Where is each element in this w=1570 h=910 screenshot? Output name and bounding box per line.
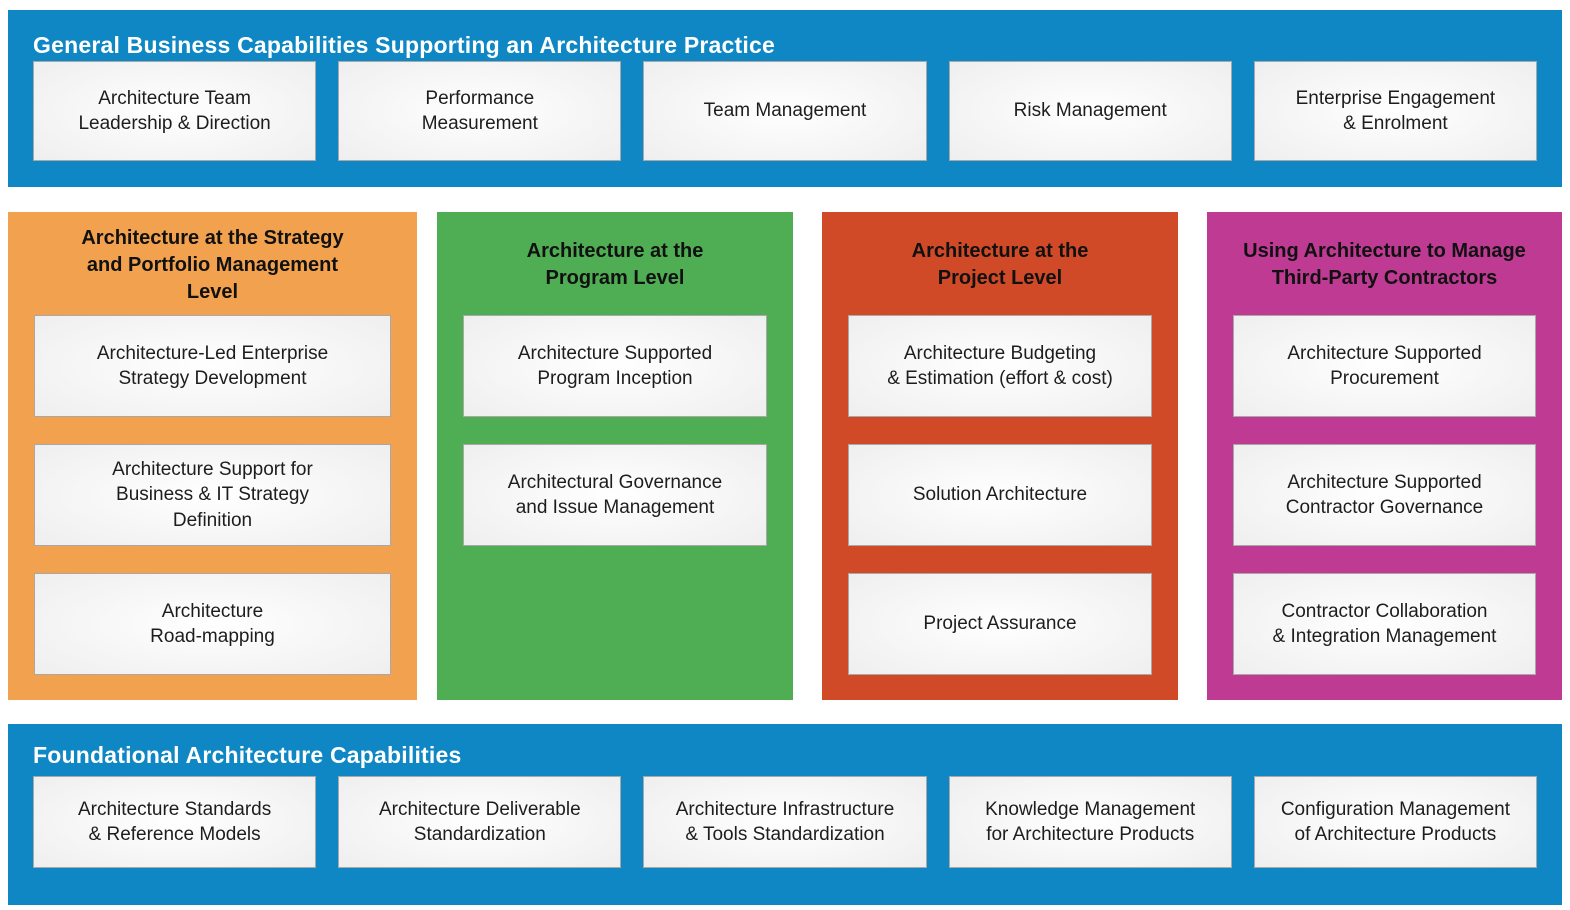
project-level-column-title: Architecture at the Project Level bbox=[911, 240, 1089, 289]
capability-box-knowledge-management: Knowledge Management for Architecture Pr… bbox=[948, 776, 1232, 868]
capability-box-architecture-team-leadership: Architecture Team Leadership & Direction bbox=[33, 61, 317, 161]
capability-box-architecture-standards: Architecture Standards & Reference Model… bbox=[33, 776, 317, 868]
capability-box-architecture-budgeting: Architecture Budgeting & Estimation (eff… bbox=[848, 315, 1152, 417]
capability-box-supported-procurement: Architecture Supported Procurement bbox=[1233, 315, 1536, 417]
third-party-contractors-column-title: Using Architecture to Manage Third-Party… bbox=[1243, 240, 1526, 289]
capability-box-enterprise-engagement: Enterprise Engagement & Enrolment bbox=[1253, 61, 1538, 161]
capability-box-architectural-governance: Architectural Governance and Issue Manag… bbox=[463, 444, 767, 546]
capability-box-program-inception: Architecture Supported Program Inception bbox=[463, 315, 767, 417]
general-business-capabilities-title: General Business Capabilities Supporting… bbox=[33, 32, 775, 58]
foundational-capabilities-boxes: Architecture Standards & Reference Model… bbox=[33, 776, 1538, 868]
foundational-capabilities-title: Foundational Architecture Capabilities bbox=[33, 742, 462, 768]
capability-box-architecture-roadmapping: Architecture Road-mapping bbox=[34, 573, 391, 675]
capability-box-contractor-collaboration: Contractor Collaboration & Integration M… bbox=[1233, 573, 1536, 675]
capability-box-performance-measurement: Performance Measurement bbox=[338, 61, 622, 161]
program-level-column: Architecture at the Program Level Archit… bbox=[437, 212, 793, 700]
capability-box-team-management: Team Management bbox=[643, 61, 927, 161]
third-party-contractors-column: Using Architecture to Manage Third-Party… bbox=[1207, 212, 1562, 700]
strategy-portfolio-column-title: Architecture at the Strategy and Portfol… bbox=[81, 226, 344, 303]
capability-box-architecture-support-strategy-definition: Architecture Support for Business & IT S… bbox=[34, 444, 391, 546]
project-level-column: Architecture at the Project Level Archit… bbox=[822, 212, 1178, 700]
capability-box-architecture-led-strategy: Architecture-Led Enterprise Strategy Dev… bbox=[34, 315, 391, 417]
capability-box-configuration-management: Configuration Management of Architecture… bbox=[1253, 776, 1538, 868]
capability-box-contractor-governance: Architecture Supported Contractor Govern… bbox=[1233, 444, 1536, 546]
general-business-capabilities-boxes: Architecture Team Leadership & Direction… bbox=[33, 61, 1538, 161]
capability-box-solution-architecture: Solution Architecture bbox=[848, 444, 1152, 546]
program-level-column-boxes: Architecture Supported Program Inception… bbox=[437, 312, 793, 546]
third-party-contractors-column-boxes: Architecture Supported Procurement Archi… bbox=[1207, 312, 1562, 675]
capability-box-project-assurance: Project Assurance bbox=[848, 573, 1152, 675]
general-business-capabilities-band: General Business Capabilities Supporting… bbox=[8, 10, 1562, 187]
strategy-portfolio-column: Architecture at the Strategy and Portfol… bbox=[8, 212, 417, 700]
program-level-column-title: Architecture at the Program Level bbox=[526, 240, 704, 289]
project-level-column-boxes: Architecture Budgeting & Estimation (eff… bbox=[822, 312, 1178, 675]
capability-box-deliverable-standardization: Architecture Deliverable Standardization bbox=[338, 776, 622, 868]
foundational-capabilities-band: Foundational Architecture Capabilities A… bbox=[8, 724, 1562, 905]
capability-box-infrastructure-tools: Architecture Infrastructure & Tools Stan… bbox=[643, 776, 927, 868]
strategy-portfolio-column-boxes: Architecture-Led Enterprise Strategy Dev… bbox=[8, 312, 417, 675]
capability-box-risk-management: Risk Management bbox=[948, 61, 1232, 161]
